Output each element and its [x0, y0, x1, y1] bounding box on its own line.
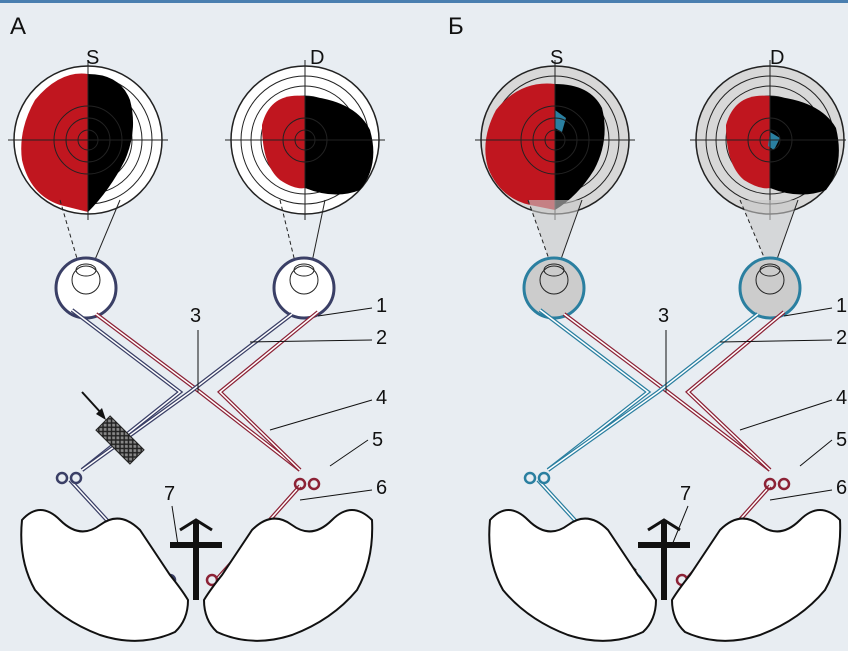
number-labels-a: 1 2 3 4 5 6 7 [164, 295, 387, 546]
projection-line [311, 199, 326, 263]
svg-text:6: 6 [376, 477, 387, 499]
projection-line [93, 199, 121, 263]
svg-text:5: 5 [372, 429, 383, 451]
eyeball-left-b [522, 256, 586, 320]
svg-text:3: 3 [190, 305, 201, 327]
top-border [0, 0, 848, 3]
svg-text:4: 4 [836, 387, 847, 409]
lesion-marker-icon [95, 415, 145, 465]
svg-text:1: 1 [376, 295, 387, 317]
svg-text:4: 4 [376, 387, 387, 409]
panel-b: Б S [448, 13, 847, 642]
cortex-a [20, 509, 374, 642]
visual-field-d-a: D [225, 47, 385, 220]
eyeball-left-a [54, 256, 118, 320]
svg-text:2: 2 [376, 327, 387, 349]
svg-text:6: 6 [836, 477, 847, 499]
svg-text:2: 2 [836, 327, 847, 349]
projection-cone [528, 200, 582, 262]
svg-text:7: 7 [680, 483, 691, 505]
eye-label-s-b: S [550, 47, 563, 69]
svg-text:1: 1 [836, 295, 847, 317]
panel-a: А S D [8, 13, 387, 642]
projection-line [59, 199, 79, 263]
eyeball-right-a [272, 256, 336, 320]
visual-field-d-b: D [690, 47, 846, 220]
eye-label-d-b: D [770, 47, 784, 69]
projection-line [279, 199, 296, 263]
svg-text:5: 5 [836, 429, 847, 451]
eyeball-right-b [738, 256, 802, 320]
eye-label-d-a: D [310, 47, 324, 69]
number-labels-b: 1 2 3 4 5 6 7 [658, 295, 847, 546]
arrow-icon [81, 391, 106, 420]
projection-cone [740, 200, 798, 262]
panel-a-label: А [10, 13, 26, 40]
eye-label-s-a: S [86, 47, 99, 69]
cortex-b [488, 509, 842, 642]
panel-b-label: Б [448, 13, 464, 40]
visual-field-s-b: S [475, 47, 635, 220]
visual-field-s-a: S [8, 47, 168, 220]
svg-text:3: 3 [658, 305, 669, 327]
svg-text:7: 7 [164, 483, 175, 505]
